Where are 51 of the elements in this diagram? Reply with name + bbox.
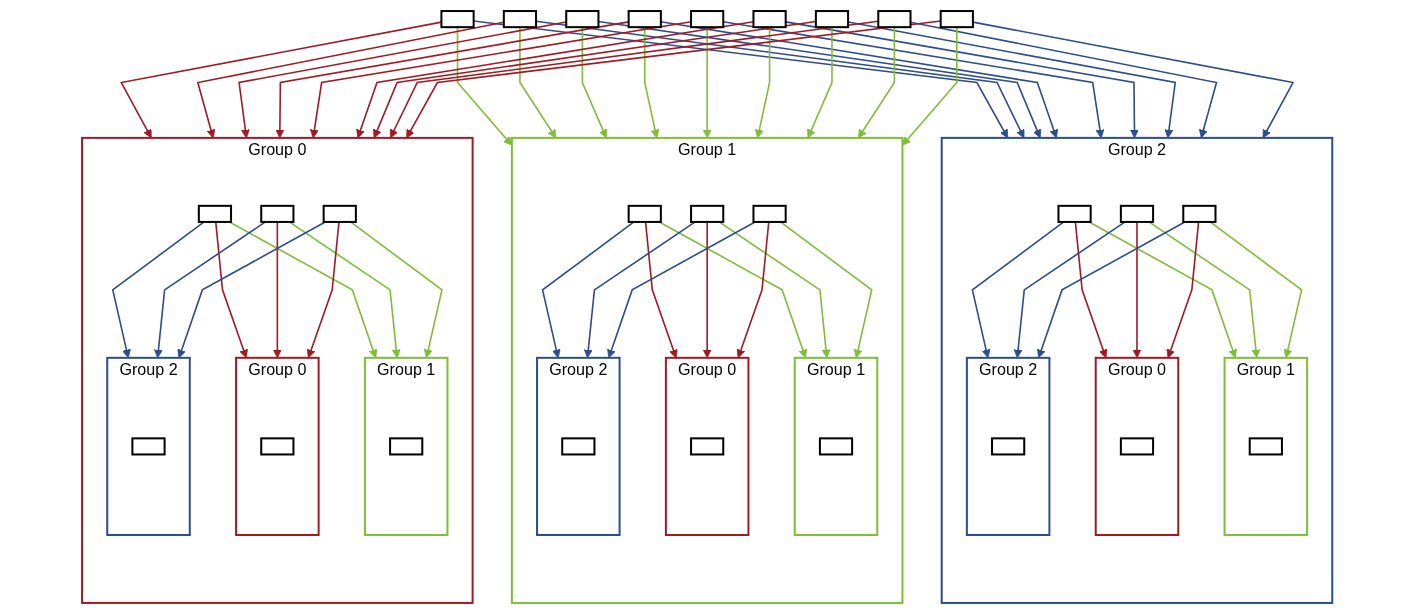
cluster: Group 0 — [235, 356, 320, 536]
node-box — [752, 204, 787, 223]
node-box — [690, 9, 725, 28]
node-box — [940, 9, 975, 28]
arrow — [584, 220, 697, 358]
cluster: Group 2 — [106, 356, 192, 536]
arrow — [197, 20, 505, 138]
arrow — [154, 220, 267, 358]
arrow — [1088, 220, 1238, 358]
node-box — [690, 204, 725, 223]
node-box — [627, 9, 663, 28]
node-box — [389, 436, 424, 455]
arrow — [177, 220, 327, 358]
node-box — [131, 436, 166, 455]
node-box — [260, 204, 295, 223]
cluster: Group 0 — [665, 356, 750, 536]
cluster: Group 1 — [364, 356, 449, 536]
cluster: Group 0 — [1095, 356, 1180, 536]
arrow — [229, 220, 378, 358]
node-box — [1057, 204, 1092, 223]
node-box — [1120, 436, 1155, 455]
node-box — [1249, 436, 1284, 455]
node-box — [260, 436, 295, 455]
node-box — [561, 436, 596, 455]
node-box — [503, 9, 538, 28]
arrow — [910, 20, 1218, 138]
node-box — [565, 9, 600, 28]
node-box — [690, 436, 725, 455]
node-box — [752, 9, 787, 28]
arrow — [658, 220, 808, 358]
arrow — [1037, 220, 1186, 358]
cluster: Group 1 — [1223, 356, 1309, 536]
cluster: Group 2 — [966, 356, 1051, 536]
cluster: Group 1 — [794, 356, 879, 536]
arrow — [288, 220, 401, 358]
node-box — [819, 436, 854, 455]
node-box — [440, 9, 475, 28]
arrow — [373, 20, 817, 138]
node-box — [198, 204, 233, 223]
node-box — [1120, 204, 1155, 223]
node-box — [877, 9, 912, 28]
node-box — [322, 204, 358, 223]
cluster: Group 2 — [536, 356, 621, 536]
node-box — [627, 204, 663, 223]
arrow — [607, 220, 757, 358]
arrow — [718, 220, 831, 358]
node-box — [815, 9, 850, 28]
arrow — [971, 220, 1065, 358]
node-box — [1182, 204, 1217, 223]
arrow — [1148, 220, 1261, 358]
node-box — [991, 436, 1026, 455]
